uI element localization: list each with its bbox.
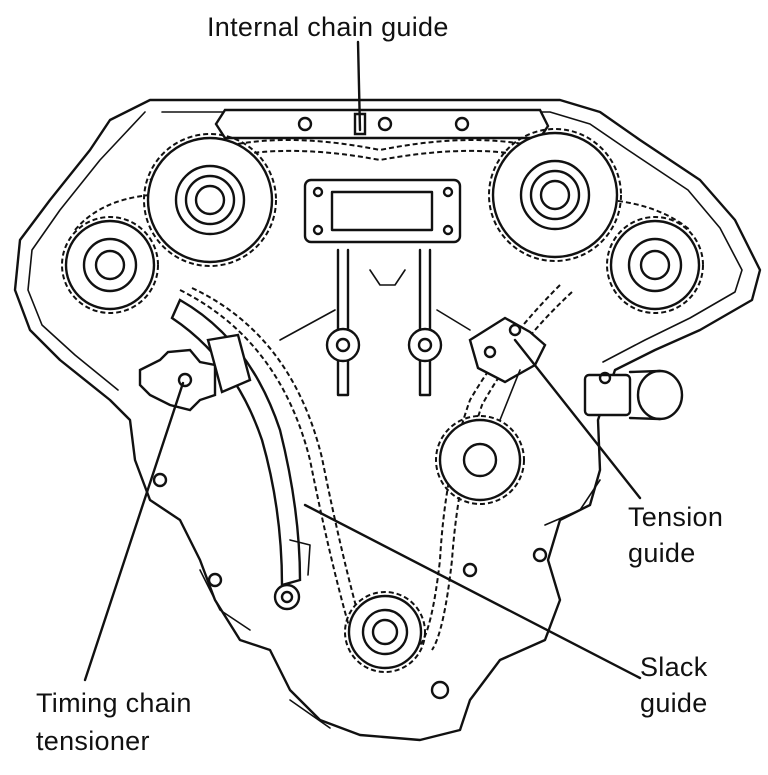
label-slack-guide-2: guide bbox=[640, 688, 708, 718]
leader-lines bbox=[83, 40, 642, 682]
label-internal-chain-guide: Internal chain guide bbox=[207, 12, 449, 42]
left-upper-sprocket bbox=[143, 133, 277, 267]
center-bracket bbox=[279, 178, 471, 397]
leader-slack-guide bbox=[303, 503, 642, 680]
internal-chain-guide-part bbox=[214, 108, 550, 140]
idler-sprocket bbox=[435, 415, 525, 505]
left-lower-sprocket bbox=[61, 216, 159, 314]
label-tension-guide-1: Tension bbox=[628, 502, 723, 532]
label-timing-chain-tensioner-1: Timing chain bbox=[36, 688, 192, 718]
tension-guide-part bbox=[468, 316, 547, 421]
label-tension-guide-2: guide bbox=[628, 538, 696, 568]
label-slack-guide-1: Slack bbox=[640, 652, 708, 682]
leader-tension-guide bbox=[513, 338, 642, 500]
leader-timing-chain-tensioner bbox=[83, 381, 185, 682]
right-upper-sprocket bbox=[488, 128, 622, 262]
cover-bolts bbox=[152, 472, 548, 700]
cam-sensor bbox=[583, 369, 684, 421]
crank-sprocket bbox=[344, 591, 426, 673]
leader-internal-chain-guide bbox=[356, 40, 362, 132]
label-timing-chain-tensioner-2: tensioner bbox=[36, 726, 150, 756]
timing-chain-tensioner-part bbox=[138, 333, 252, 412]
right-lower-sprocket bbox=[606, 216, 704, 314]
engine-cover-outline bbox=[13, 98, 762, 742]
